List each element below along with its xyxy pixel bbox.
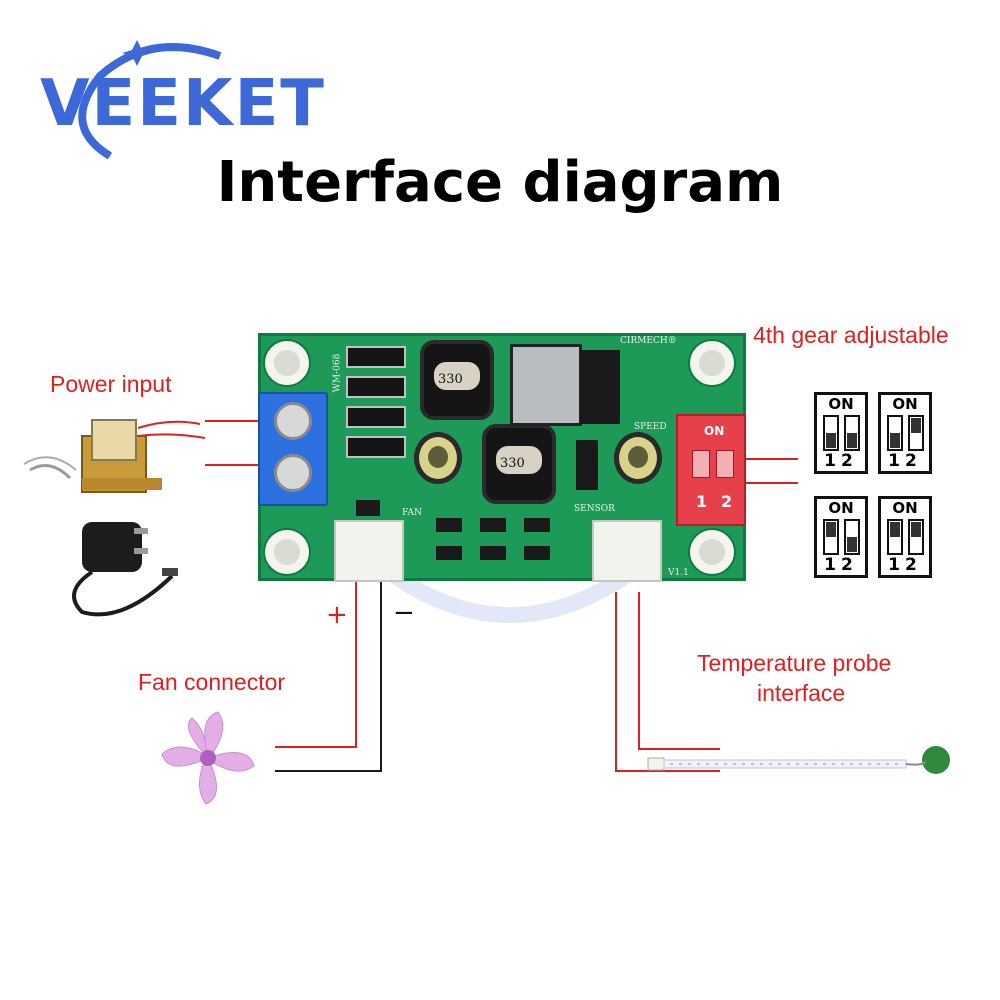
plus-sign: + xyxy=(326,600,348,630)
mounting-hole-bottom-right xyxy=(690,530,734,574)
transformer-icon xyxy=(23,419,206,493)
speed-dip-switch[interactable]: ON 1 2 xyxy=(676,414,746,526)
temperature-probe-icon xyxy=(647,746,950,774)
fan-icon xyxy=(161,711,255,805)
gear-adjustable-label: 4th gear adjustable xyxy=(753,322,949,348)
gear2-slot1 xyxy=(887,415,903,451)
dip-pos1-label: 1 xyxy=(696,492,708,511)
mounting-hole-top-right xyxy=(690,341,734,385)
minus-sign: − xyxy=(393,598,415,628)
gear-line-top xyxy=(746,458,798,460)
gear4-slot1 xyxy=(887,519,903,555)
gear-setting-1: ON 12 xyxy=(814,392,868,474)
gear2-slot2 xyxy=(908,415,924,451)
diode-3 xyxy=(346,406,406,428)
power-terminal-block xyxy=(258,392,328,506)
gear1-slot2 xyxy=(844,415,860,451)
inductor-top-core xyxy=(434,362,480,390)
brand-swoosh-icon xyxy=(78,40,222,160)
power-adapter-icon xyxy=(72,522,178,617)
page-title: Interface diagram xyxy=(216,150,784,215)
power-wire-top xyxy=(205,420,263,422)
resistor-jumper xyxy=(576,440,598,490)
gear4-slot2 xyxy=(908,519,924,555)
sensor-wire-inner-horizontal xyxy=(638,748,720,750)
gear3-slot1 xyxy=(823,519,839,555)
transistor-4 xyxy=(436,546,462,560)
diode-1 xyxy=(346,346,406,368)
sensor-silk: SENSOR xyxy=(574,504,615,514)
power-input-label: Power input xyxy=(50,371,172,397)
transistor-5 xyxy=(480,546,506,560)
speed-silk: SPEED xyxy=(634,422,667,432)
sensor-connector-socket[interactable] xyxy=(592,520,662,582)
power-wire-bottom xyxy=(205,464,263,466)
temperature-probe-label-line2: interface xyxy=(757,680,846,706)
temperature-probe-label: Temperature probe xyxy=(697,650,892,676)
mounting-hole-bottom-left xyxy=(265,530,309,574)
sensor-wire-outer-horizontal xyxy=(615,770,720,772)
fan-connector-label: Fan connector xyxy=(138,669,286,695)
mounting-hole-top-left xyxy=(265,341,309,385)
gear3-slot2 xyxy=(844,519,860,555)
regulator-body xyxy=(580,350,620,424)
fan-connector-socket[interactable] xyxy=(334,520,404,582)
fan-wire-red-horizontal xyxy=(275,746,357,748)
dip-on-label: ON xyxy=(704,424,725,438)
board-brand-silk: CIRMECH® xyxy=(620,336,677,346)
transistor-3 xyxy=(524,518,550,532)
fan-wire-red-vertical xyxy=(355,582,357,748)
diode-4 xyxy=(346,436,406,458)
gear-setting-4: ON 12 xyxy=(878,496,932,578)
dip-switch-1[interactable] xyxy=(692,450,710,478)
gear-line-bottom xyxy=(746,482,798,484)
inductor-top-silk: 330 xyxy=(438,372,463,387)
fan-wire-black-horizontal xyxy=(275,770,382,772)
board-model-silk: WM-068 xyxy=(332,353,343,393)
diode-2 xyxy=(346,376,406,398)
sensor-wire-inner-vertical xyxy=(638,592,640,750)
inductor-middle xyxy=(482,424,556,504)
gear-setting-2: ON 12 xyxy=(878,392,932,474)
fan-socket-pin xyxy=(356,500,380,516)
gear1-slot1 xyxy=(823,415,839,451)
dip-switch-2[interactable] xyxy=(716,450,734,478)
inductor-middle-core xyxy=(496,446,542,474)
terminal-screw-top xyxy=(274,402,312,440)
sensor-wire-outer-vertical xyxy=(615,592,617,772)
version-silk: V1.1 xyxy=(668,568,689,578)
dip-pos2-label: 2 xyxy=(721,492,733,511)
capacitor-right xyxy=(614,432,662,484)
inductor-middle-silk: 330 xyxy=(500,456,525,471)
voltage-regulator xyxy=(510,344,582,426)
terminal-screw-bottom xyxy=(274,454,312,492)
transistor-6 xyxy=(524,546,550,560)
transistor-1 xyxy=(436,518,462,532)
brand-logo-text: VEEKET xyxy=(40,67,326,141)
gear-setting-3: ON 12 xyxy=(814,496,868,578)
inductor-top xyxy=(420,340,494,420)
transistor-2 xyxy=(480,518,506,532)
capacitor-left xyxy=(414,432,462,484)
fan-silk: FAN xyxy=(402,508,422,518)
fan-wire-black-vertical xyxy=(380,582,382,772)
